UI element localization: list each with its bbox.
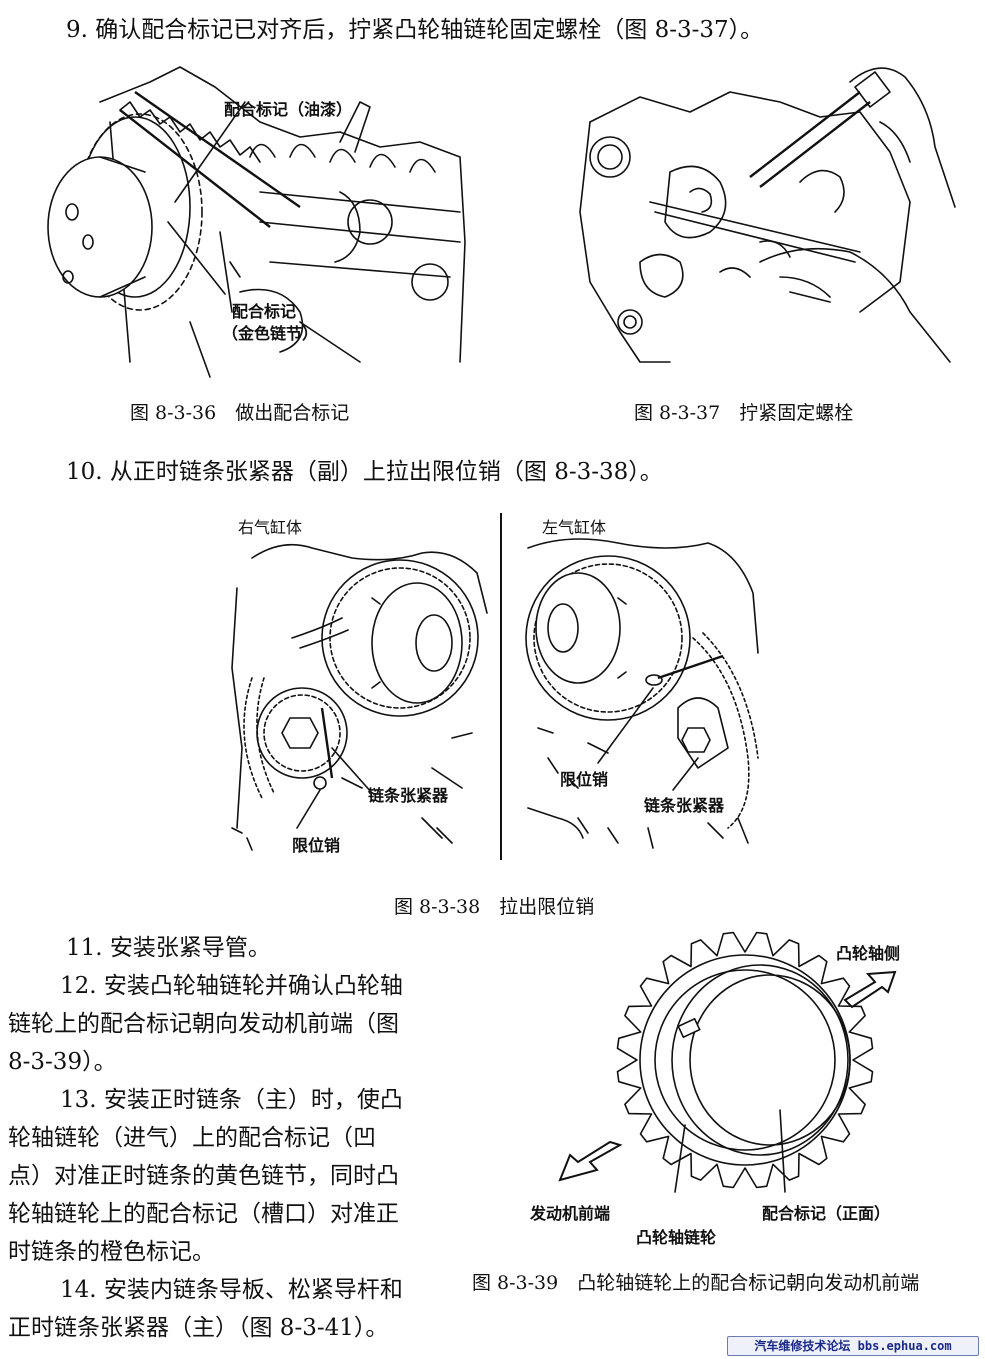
step-9-text: 9. 确认配合标记已对齐后，拧紧凸轮轴链轮固定螺栓（图 8-3-37）。 [66, 17, 764, 43]
fig39-caption: 图 8-3-39 凸轮轴链轮上的配合标记朝向发动机前端 [472, 1272, 920, 1294]
fig38-pin-left-label: 限位销 [560, 770, 609, 789]
fig39-mark-front-label: 配合标记（正面） [762, 1204, 891, 1223]
step-13-line-2: 轮轴链轮（进气）上的配合标记（凹 [8, 1125, 376, 1151]
step-13-line-4: 轮轴链轮上的配合标记（槽口）对准正 [8, 1201, 399, 1227]
step-10-text: 10. 从正时链条张紧器（副）上拉出限位销（图 8-3-38）。 [66, 459, 663, 485]
figure-8-3-39-drawing [530, 930, 975, 1230]
forum-watermark: 汽车维修技术论坛 bbs.ephua.com [727, 1336, 979, 1356]
fig38-tensioner-left-label: 链条张紧器 [644, 796, 725, 815]
figure-8-3-38-right-bank-drawing [222, 528, 490, 863]
step-11-text: 11. 安装张紧导管。 [66, 935, 271, 961]
fig36-label-gold-link: （金色链节） [222, 324, 319, 343]
step-13-line-3: 点）对准正时链条的黄色链节，同时凸 [8, 1163, 399, 1189]
step-12-line-1: 12. 安装凸轮轴链轮并确认凸轮轴 [60, 973, 403, 999]
fig36-label-paint: 配合标记（油漆） [224, 100, 353, 119]
fig38-right-bank-label: 右气缸体 [238, 518, 303, 537]
fig38-tensioner-right-label: 链条张紧器 [368, 786, 449, 805]
fig38-divider [500, 513, 502, 860]
fig38-pin-right-label: 限位销 [292, 836, 341, 855]
fig36-caption: 图 8-3-36 做出配合标记 [130, 402, 350, 424]
step-14-line-2: 正时链条张紧器（主）（图 8-3-41）。 [8, 1315, 389, 1341]
step-13-line-1: 13. 安装正时链条（主）时，使凸 [60, 1087, 403, 1113]
figure-8-3-37-drawing [560, 62, 960, 380]
fig39-sprocket-label: 凸轮轴链轮 [636, 1228, 717, 1247]
fig39-engine-front-label: 发动机前端 [530, 1204, 611, 1223]
fig38-caption: 图 8-3-38 拉出限位销 [394, 896, 595, 918]
step-13-line-5: 时链条的橙色标记。 [8, 1239, 215, 1265]
step-12-line-3: 8-3-39）。 [8, 1049, 117, 1075]
figure-8-3-38-left-bank-drawing [508, 528, 778, 863]
step-12-line-2: 链轮上的配合标记朝向发动机前端（图 [8, 1011, 399, 1037]
fig37-caption: 图 8-3-37 拧紧固定螺栓 [634, 402, 854, 424]
figure-8-3-36-drawing [40, 62, 470, 380]
fig38-left-bank-label: 左气缸体 [542, 518, 607, 537]
fig36-label-mark: 配合标记 [232, 302, 297, 321]
step-14-line-1: 14. 安装内链条导板、松紧导杆和 [60, 1277, 403, 1303]
fig39-camshaft-side-label: 凸轮轴侧 [836, 944, 901, 963]
